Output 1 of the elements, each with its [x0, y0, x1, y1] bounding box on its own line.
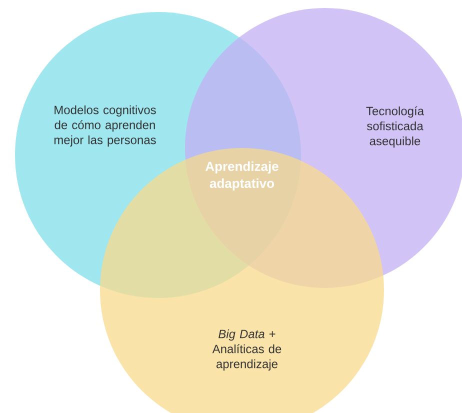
center-label: Aprendizaje adaptativo: [206, 161, 278, 191]
